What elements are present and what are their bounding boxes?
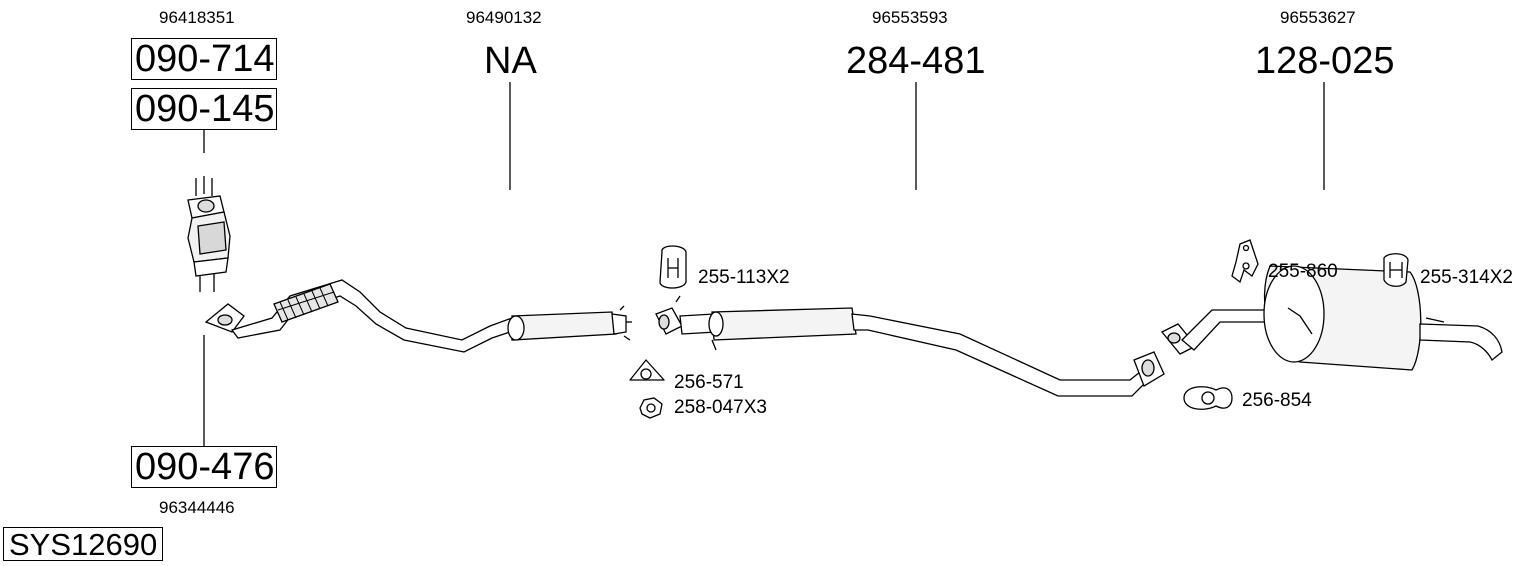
accessory-label-256-571: 256-571 [674,372,744,393]
part-number-284-481: 284-481 [846,40,986,82]
rubber-mount-icon [1383,253,1409,287]
hanger-bracket-icon [1231,239,1259,284]
system-id-label: SYS12690 [3,527,164,561]
part-number-na: NA [484,40,537,82]
oe-number-section-1-top: 96418351 [159,8,235,27]
part-number-090-145: 090-145 [131,88,277,130]
part-number-090-476: 090-476 [131,446,277,488]
oe-number-section-4: 96553627 [1280,8,1356,27]
nut-icon [639,397,663,419]
accessory-label-256-854: 256-854 [1242,390,1312,411]
part-number-128-025: 128-025 [1255,40,1395,82]
catalytic-converter-part [187,176,231,292]
gasket-icon [629,359,665,381]
centre-silencer-part [507,305,632,341]
accessory-label-258-047x3: 258-047X3 [674,397,767,418]
rear-silencer-part [1160,265,1503,371]
intermediate-pipe-part [655,295,1165,397]
accessory-label-255-860: 255-860 [1268,261,1338,282]
oe-number-section-1-bottom: 96344446 [159,498,235,517]
accessory-label-255-113x2: 255-113X2 [698,267,790,288]
flange-gasket-icon [1183,386,1233,410]
front-pipe-part [204,279,513,353]
oe-number-section-3: 96553593 [872,8,948,27]
rubber-hanger-icon [659,245,687,289]
part-number-090-714: 090-714 [131,38,277,80]
accessory-label-255-314x2: 255-314X2 [1420,267,1513,288]
oe-number-section-2: 96490132 [466,8,542,27]
